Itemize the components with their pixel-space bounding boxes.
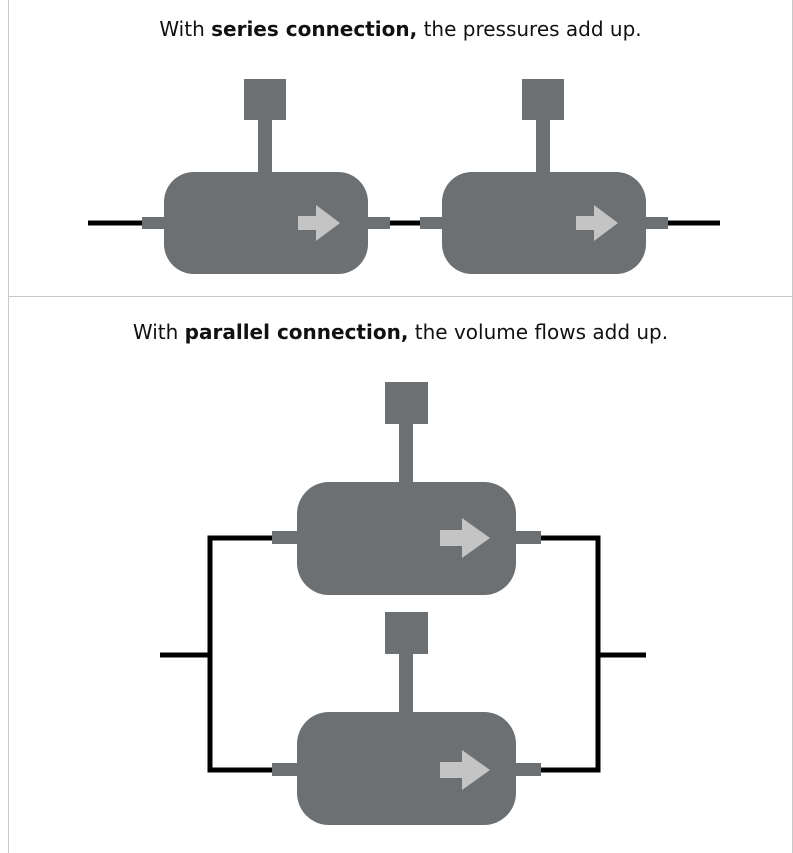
series-caption-post: the pressures add up.	[417, 17, 642, 41]
inlet-port	[142, 217, 166, 229]
motor-shaft	[258, 119, 272, 175]
parallel-pump-2	[272, 612, 541, 825]
outlet-port	[515, 531, 541, 544]
pump-body	[297, 482, 516, 595]
motor-box	[385, 612, 428, 654]
parallel-outlet-manifold	[540, 535, 601, 773]
flow-arrow-icon	[576, 205, 618, 241]
series-caption-pre: With	[159, 17, 212, 41]
series-caption: With series connection, the pressures ad…	[9, 16, 792, 42]
parallel-caption-post: the volume flows add up.	[408, 320, 669, 344]
pump-body	[442, 172, 646, 274]
flow-arrow-icon	[440, 518, 490, 558]
series-pump-2	[420, 79, 668, 274]
motor-box	[244, 79, 286, 120]
parallel-caption-pre: With	[132, 320, 185, 344]
inlet-port	[420, 217, 444, 229]
flow-arrow-icon	[440, 750, 490, 790]
motor-box	[385, 382, 428, 424]
motor-shaft	[399, 423, 413, 485]
parallel-diagram	[160, 382, 646, 825]
parallel-caption-bold: parallel connection,	[184, 320, 409, 344]
series-pump-1	[142, 79, 390, 274]
parallel-pump-1	[272, 382, 541, 595]
motor-shaft	[536, 119, 550, 175]
parallel-caption: With parallel connection, the volume flo…	[9, 319, 792, 345]
parallel-inlet-manifold	[207, 535, 272, 773]
motor-shaft	[399, 653, 413, 715]
outlet-port	[515, 763, 541, 776]
pump-body	[297, 712, 516, 825]
motor-box	[522, 79, 564, 120]
outlet-port	[366, 217, 390, 229]
inlet-port	[272, 763, 298, 776]
inlet-port	[272, 531, 298, 544]
pump-body	[164, 172, 368, 274]
series-connection-panel: With series connection, the pressures ad…	[8, 0, 793, 297]
series-diagram	[88, 79, 720, 274]
flow-arrow-icon	[298, 205, 340, 241]
series-caption-bold: series connection,	[211, 17, 418, 41]
outlet-port	[644, 217, 668, 229]
